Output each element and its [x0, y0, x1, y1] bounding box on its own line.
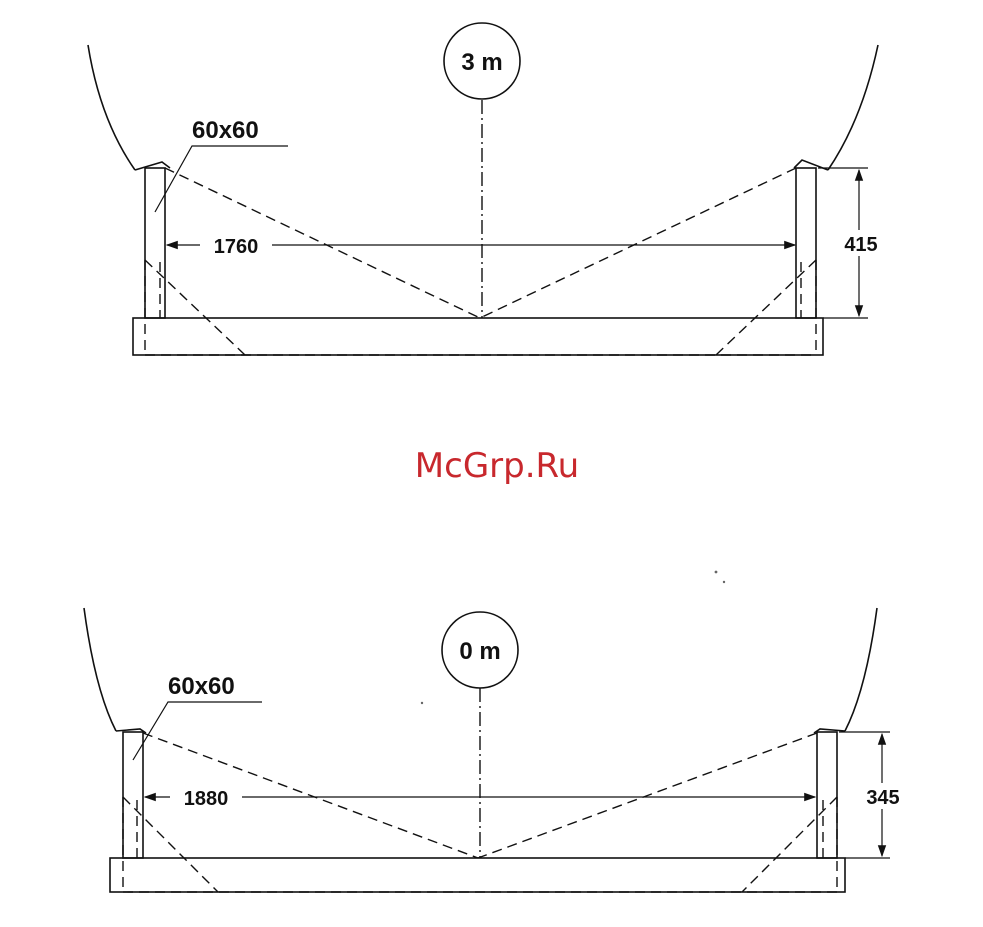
hidden-line-right	[480, 168, 796, 318]
hidden-bracket-left	[123, 797, 218, 892]
profile-label: 60x60	[192, 117, 259, 144]
diagram-0m: 0 m 60x60 1880 345	[84, 608, 905, 892]
hull-curve-right	[845, 608, 877, 731]
post-left	[123, 732, 143, 858]
watermark: McGrp.Ru	[415, 446, 579, 486]
width-label: 1760	[214, 236, 259, 258]
hull-curve-left	[88, 45, 135, 170]
profile-label: 60x60	[168, 673, 235, 700]
post-right	[796, 168, 816, 318]
speck	[723, 581, 725, 583]
hull-curve-right	[828, 45, 878, 170]
depth-label: 415	[844, 234, 877, 256]
width-label: 1880	[184, 788, 229, 810]
hull-curve-left	[84, 608, 116, 731]
height-label: 0 m	[459, 638, 500, 665]
hidden-bracket-right	[742, 797, 837, 892]
speck	[715, 571, 718, 574]
post-left	[145, 168, 165, 318]
diagram-3m: 3 m 60x60 1760 415	[88, 23, 882, 355]
hidden-bracket-left	[145, 260, 245, 355]
depth-label: 345	[866, 787, 899, 809]
hidden-line-right	[478, 733, 817, 858]
base-beam	[133, 318, 823, 355]
post-right	[817, 732, 837, 858]
hidden-bracket-right	[716, 260, 816, 355]
profile-leader	[155, 146, 288, 212]
profile-leader	[133, 702, 262, 760]
speck	[421, 702, 423, 704]
height-label: 3 m	[461, 49, 502, 76]
base-beam	[110, 858, 845, 892]
